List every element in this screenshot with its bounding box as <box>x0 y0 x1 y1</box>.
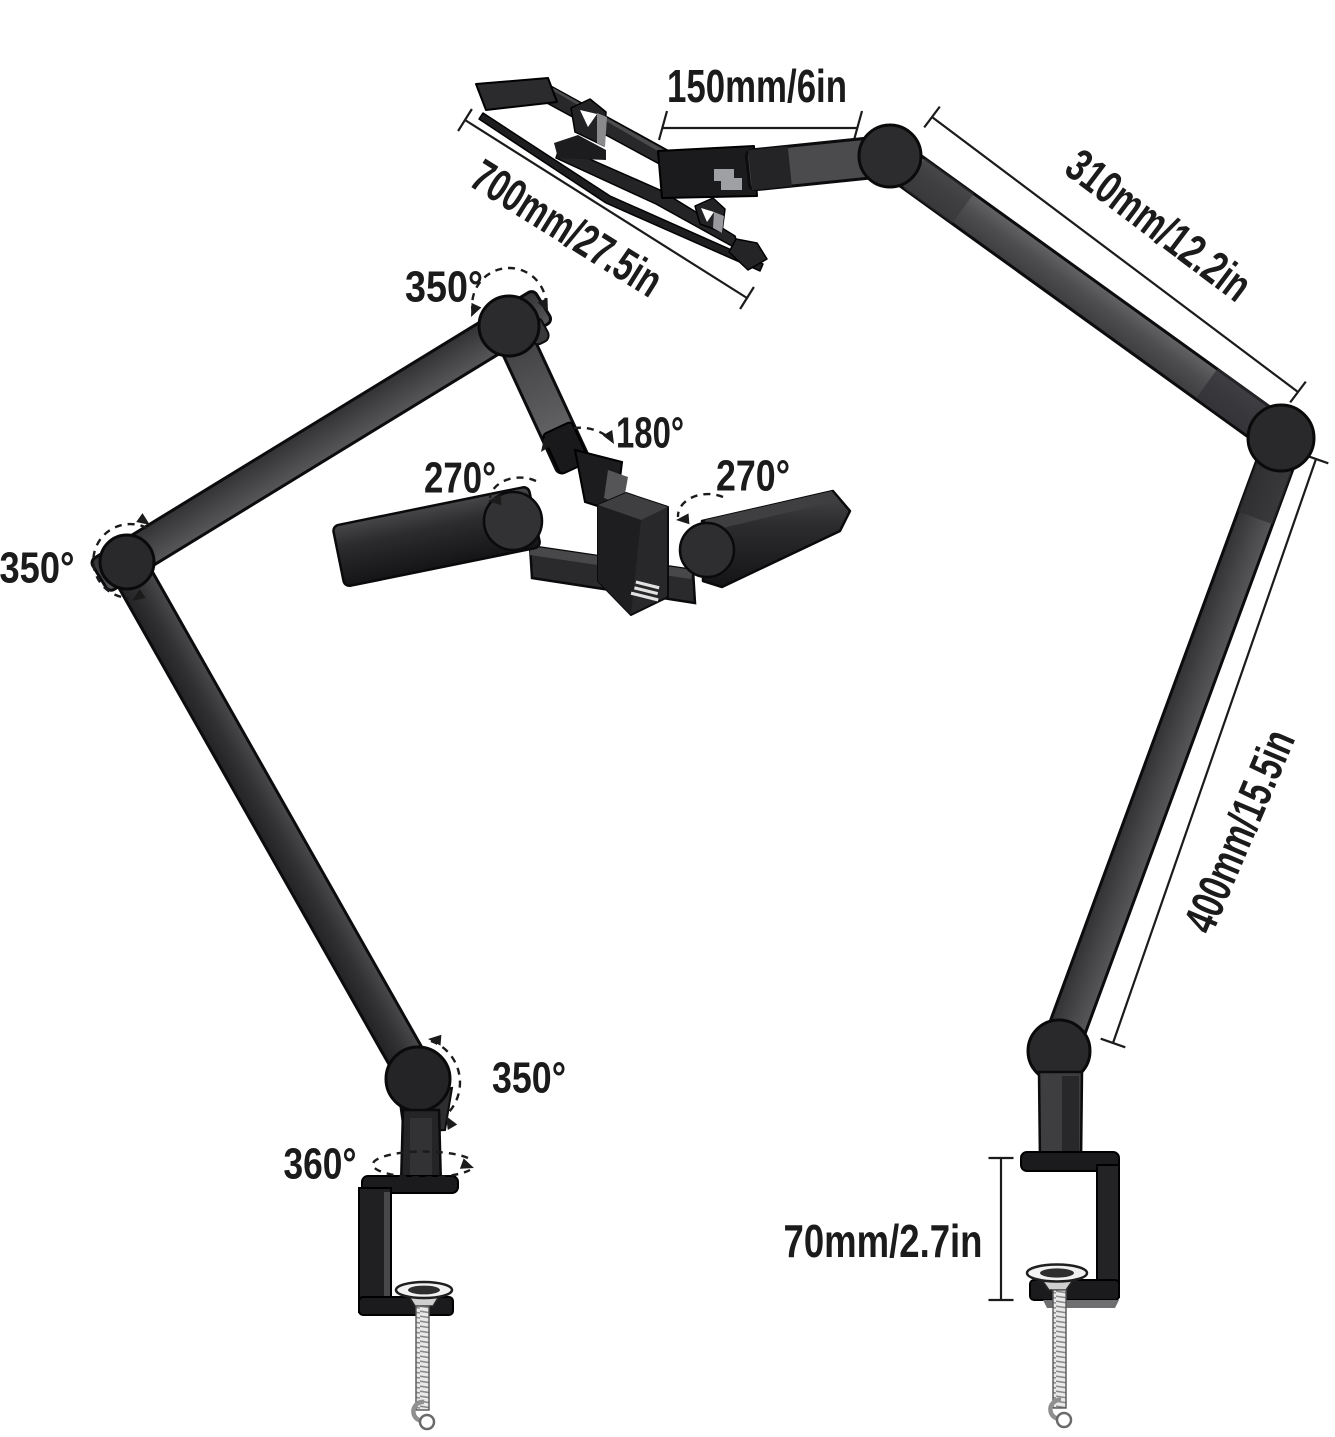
svg-text:70mm/2.7in: 70mm/2.7in <box>784 1215 983 1267</box>
svg-text:150mm/6in: 150mm/6in <box>667 60 847 112</box>
svg-text:270°: 270° <box>716 452 790 501</box>
svg-text:350°: 350° <box>492 1054 566 1103</box>
svg-text:350°: 350° <box>405 263 483 312</box>
svg-text:350°: 350° <box>0 544 75 593</box>
svg-text:270°: 270° <box>424 454 496 503</box>
svg-text:360°: 360° <box>284 1140 357 1189</box>
svg-text:180°: 180° <box>616 409 684 458</box>
